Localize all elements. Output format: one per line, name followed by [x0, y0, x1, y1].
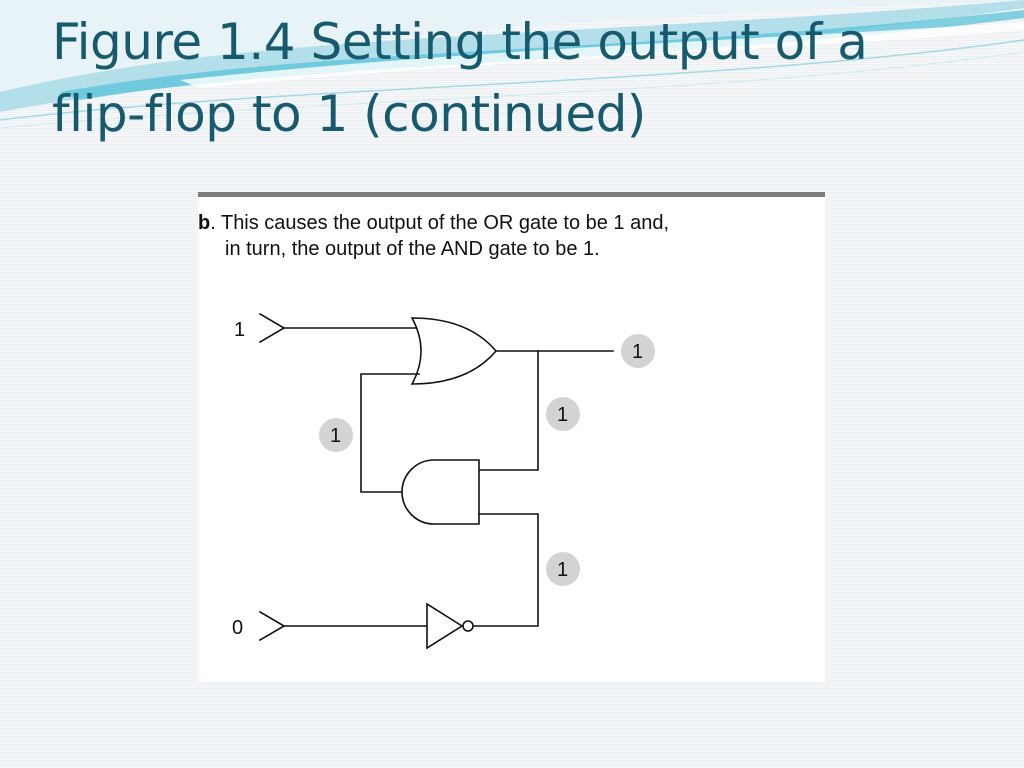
value-feedback: 1 [330, 425, 341, 447]
value-bubble-feedback: 1 [319, 418, 353, 452]
slide-title-line2: flip-flop to 1 (continued) [52, 85, 646, 143]
wire-not-to-and [472, 513, 539, 627]
value-or-to-and: 1 [557, 404, 568, 426]
caption-line2: in turn, the output of the AND gate to b… [225, 238, 600, 260]
input-label-bottom: 0 [232, 617, 243, 639]
wire-or-to-and [478, 350, 539, 471]
flip-flop-figure: b. This causes the output of the OR gate… [198, 192, 825, 682]
input-label-top: 1 [234, 319, 245, 341]
not-gate-bubble [462, 620, 474, 632]
value-bubble-not-output: 1 [546, 552, 580, 586]
slide-title-line1: Figure 1.4 Setting the output of a [52, 13, 868, 71]
caption-line1: . This causes the output of the OR gate … [210, 212, 670, 234]
value-not-output: 1 [557, 559, 568, 581]
not-gate [426, 602, 464, 650]
logic-circuit-diagram: 1 0 1 1 1 1 [232, 312, 655, 650]
figure-caption: b. This causes the output of the OR gate… [198, 210, 818, 262]
figure-top-rule [198, 192, 825, 197]
value-bubble-or-to-and: 1 [546, 397, 580, 431]
and-gate [401, 459, 480, 525]
or-gate [410, 317, 498, 385]
value-or-output: 1 [632, 341, 643, 363]
value-bubble-or-output: 1 [621, 334, 655, 368]
caption-letter: b [198, 212, 211, 234]
slide-title: Figure 1.4 Setting the output of a flip-… [52, 6, 982, 150]
input-arrow-bottom [258, 610, 286, 642]
header-swoosh-decoration [0, 0, 1024, 129]
wire-feedback [360, 373, 420, 493]
input-arrow-top [258, 312, 286, 344]
